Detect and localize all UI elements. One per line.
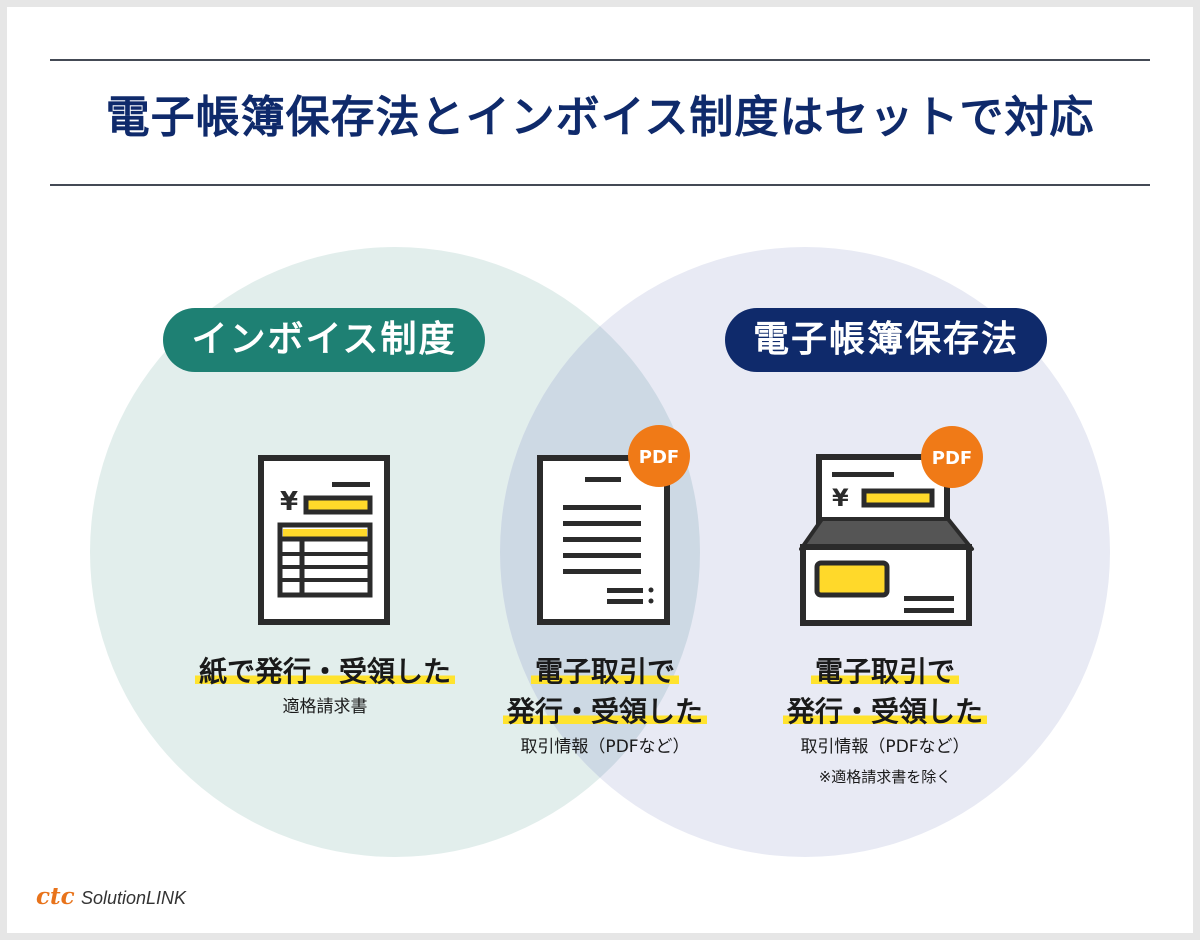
e-book-law-label: 電子帳簿保存法 — [725, 308, 1047, 372]
brand-logo-ctc: ctc — [36, 883, 75, 910]
yen-symbol: ¥ — [280, 487, 298, 517]
brand-logo: ctc SolutionLINK — [36, 884, 186, 911]
brand-logo-product: SolutionLINK — [81, 888, 187, 908]
yen-symbol: ¥ — [832, 484, 849, 512]
svg-text:PDF: PDF — [932, 448, 972, 469]
center-caption-line1: 電子取引で — [530, 655, 679, 688]
invoice-system-label: インボイス制度 — [163, 308, 485, 372]
pdf-badge-icon: PDF — [628, 425, 690, 487]
right-caption-note: ※適格請求書を除く — [818, 768, 952, 786]
right-caption-line2: 発行・受領した — [782, 695, 987, 728]
page-title: 電子帳簿保存法とインボイス制度はセットで対応 — [105, 92, 1095, 143]
svg-text:PDF: PDF — [639, 447, 679, 468]
center-caption-line2: 発行・受領した — [502, 695, 707, 728]
center-caption: 電子取引で 発行・受領した 取引情報（PDFなど） — [470, 652, 740, 762]
center-caption-sub: 取引情報（PDFなど） — [520, 737, 690, 757]
envelope-invoice-icon: ¥ PDF — [799, 426, 983, 626]
bottom-divider — [50, 184, 1150, 186]
pdf-badge-icon: PDF — [921, 426, 983, 488]
right-caption: 電子取引で 発行・受領した 取引情報（PDFなど） ※適格請求書を除く — [750, 652, 1020, 792]
right-caption-line1: 電子取引で — [810, 655, 959, 688]
paper-invoice-icon: ¥ — [258, 455, 390, 625]
pdf-document-icon: PDF — [537, 425, 690, 625]
left-caption: 紙で発行・受領した 適格請求書 — [170, 652, 480, 722]
left-caption-main: 紙で発行・受領した — [194, 655, 455, 688]
right-caption-sub: 取引情報（PDFなど） — [800, 737, 970, 757]
left-caption-sub: 適格請求書 — [282, 697, 368, 717]
top-divider — [50, 59, 1150, 61]
